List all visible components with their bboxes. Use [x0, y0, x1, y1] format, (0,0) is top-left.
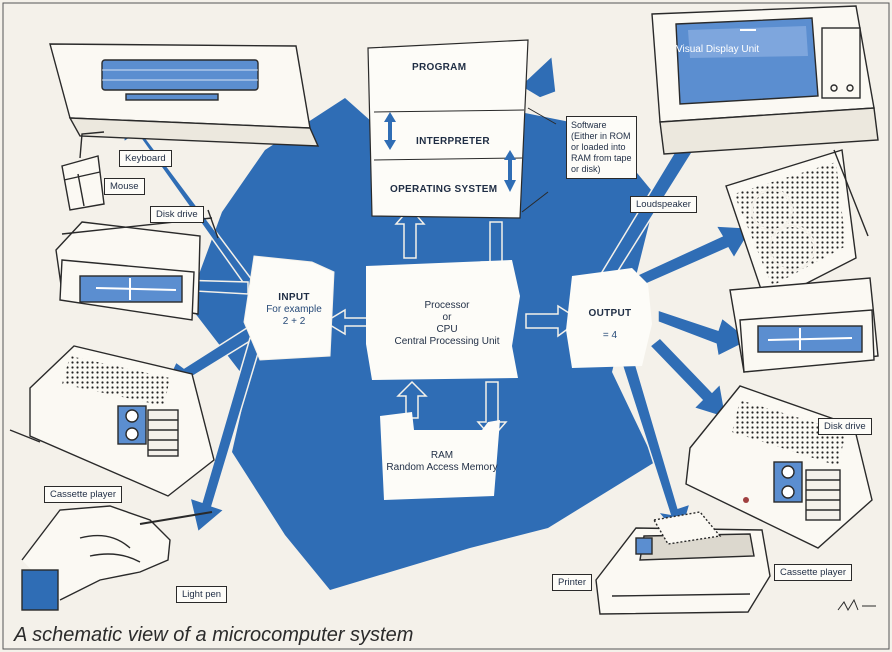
- mouse-tag: Mouse: [104, 178, 145, 195]
- cassette-right-tag: Cassette player: [774, 564, 853, 581]
- disk-drive-left-sketch: [55, 209, 219, 321]
- output-result: = 4: [602, 330, 618, 341]
- vdu-sketch: [651, 5, 879, 155]
- operating-system-label: OPERATING SYSTEM: [390, 184, 498, 195]
- input-text: INPUT For example 2 + 2: [256, 292, 332, 328]
- figure-caption: A schematic view of a microcomputer syst…: [14, 624, 414, 646]
- light-pen-tag: Light pen: [176, 586, 228, 603]
- software-stack-block: [367, 39, 557, 219]
- ram-title: RAM: [430, 450, 454, 461]
- mouse-sketch: [61, 131, 105, 211]
- input-block: [243, 255, 335, 361]
- disk-drive-right-tag: Disk drive: [818, 418, 872, 435]
- arrow-to-loudspeaker: [620, 225, 754, 293]
- cpu-line: CPU: [436, 324, 458, 335]
- cassette-left-tag: Cassette player: [44, 486, 123, 503]
- cpu-line: Central Processing Unit: [394, 336, 500, 347]
- program-label: PROGRAM: [412, 62, 467, 73]
- software-note-line: or disk): [571, 164, 601, 174]
- keyboard-tag: Keyboard: [119, 150, 172, 167]
- arrow-to-cassette-right: [648, 336, 727, 420]
- input-example-value: 2 + 2: [282, 316, 306, 327]
- output-text: OUTPUT = 4: [576, 308, 644, 342]
- loudspeaker-tag: Loudspeaker: [630, 196, 697, 213]
- cpu-block: [366, 260, 520, 380]
- arrow-to-light-pen: [188, 337, 263, 534]
- output-block: [566, 268, 652, 368]
- device-sketches: [9, 5, 879, 615]
- cassette-left-sketch: [9, 345, 215, 497]
- vdu-label: Visual Display Unit: [676, 44, 760, 55]
- ram-block: [380, 412, 500, 500]
- output-title: OUTPUT: [588, 308, 632, 319]
- input-example-label: For example: [266, 304, 322, 315]
- ram-subtitle: Random Access Memory: [386, 462, 498, 473]
- keyboard-sketch: [49, 43, 320, 147]
- interpreter-label: INTERPRETER: [416, 136, 490, 147]
- cpu-text: Processor or CPU Central Processing Unit: [384, 300, 510, 348]
- input-title: INPUT: [278, 292, 310, 303]
- light-pen-sketch: [21, 505, 213, 611]
- software-note-line: RAM from tape: [571, 153, 632, 163]
- arrow-software-cpu-left: [394, 206, 426, 259]
- ram-text: RAM Random Access Memory: [384, 450, 500, 474]
- software-note-line: Software: [571, 120, 607, 130]
- cpu-line: or: [442, 312, 452, 323]
- software-note: Software (Either in ROM or loaded into R…: [566, 116, 637, 179]
- software-note-line: or loaded into: [571, 142, 626, 152]
- disk-drive-right-sketch: [729, 277, 879, 373]
- software-note-line: (Either in ROM: [571, 131, 631, 141]
- loudspeaker-sketch: [725, 149, 869, 305]
- printer-sketch: [595, 511, 771, 615]
- cpu-line: Processor: [424, 300, 470, 311]
- artist-signature: [837, 598, 876, 612]
- disk-drive-left-tag: Disk drive: [150, 206, 204, 223]
- printer-tag: Printer: [552, 574, 592, 591]
- arrow-software-up: [518, 54, 557, 99]
